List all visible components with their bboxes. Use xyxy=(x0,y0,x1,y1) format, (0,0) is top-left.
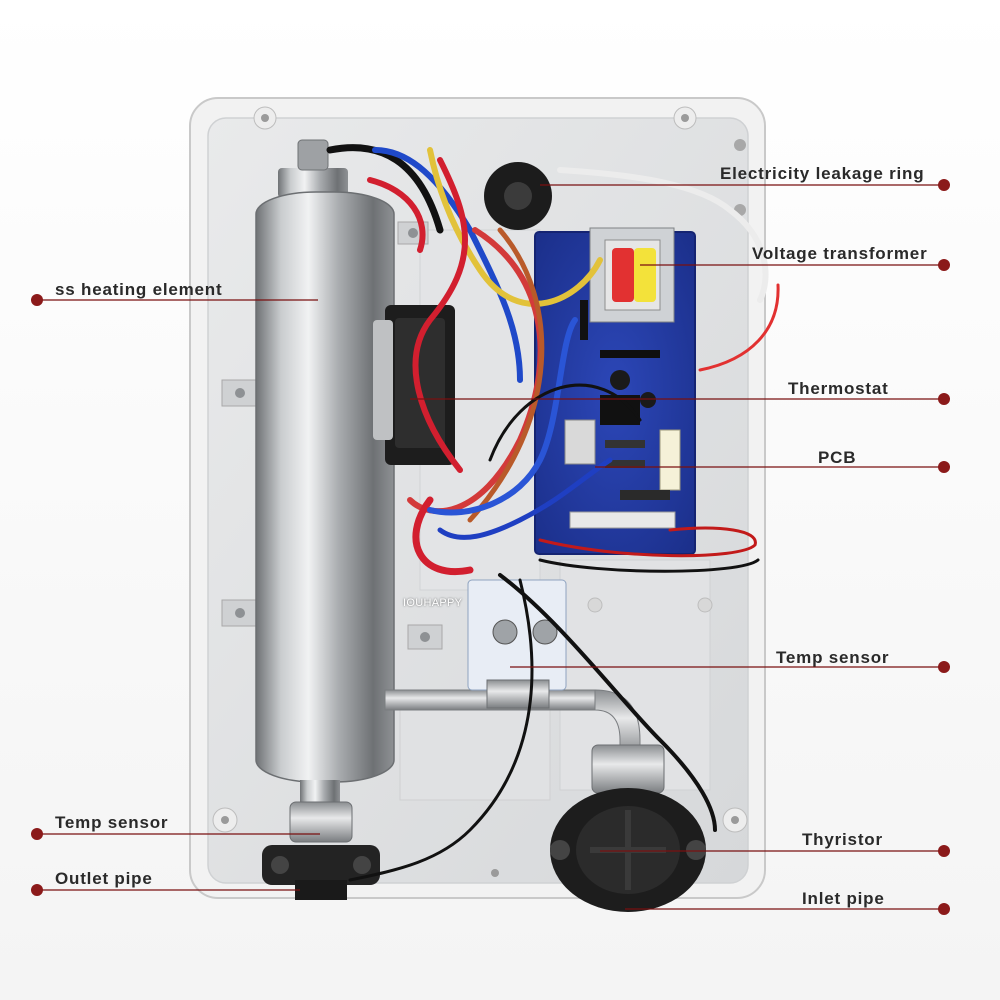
leakage-ring xyxy=(484,162,552,230)
label-leakage-ring: Electricity leakage ring xyxy=(720,164,925,183)
callout-lines xyxy=(37,184,944,910)
voltage-transformer xyxy=(589,227,675,323)
label-thermostat: Thermostat xyxy=(788,379,889,398)
label-temp-sensor-right: Temp sensor xyxy=(776,648,890,667)
callout-dots xyxy=(31,179,950,915)
label-thyristor: Thyristor xyxy=(802,830,883,849)
label-outlet-pipe: Outlet pipe xyxy=(55,869,153,888)
label-heating-element: ss heating element xyxy=(55,280,223,299)
label-inlet-pipe: Inlet pipe xyxy=(802,889,885,908)
inlet-assembly xyxy=(550,744,706,912)
label-temp-sensor-left: Temp sensor xyxy=(55,813,169,832)
label-pcb: PCB xyxy=(818,448,857,467)
terminal-block xyxy=(467,579,567,709)
label-voltage-transformer: Voltage transformer xyxy=(752,244,928,263)
watermark-text: IOUHAPPY xyxy=(403,597,463,609)
